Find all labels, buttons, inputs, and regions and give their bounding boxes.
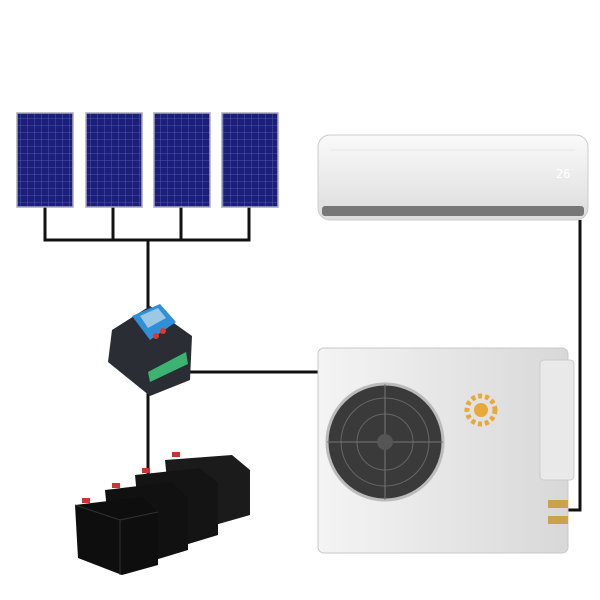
solar-panel <box>85 112 143 208</box>
controller-button <box>160 328 166 334</box>
charge-controller <box>108 304 192 396</box>
controller-button <box>153 333 159 339</box>
pipe-connectors <box>548 500 568 524</box>
solar-panels <box>16 112 279 208</box>
battery <box>74 497 159 575</box>
solar-panel <box>221 112 279 208</box>
temperature-display: 26 <box>556 167 570 181</box>
solar-panel <box>153 112 211 208</box>
wiring <box>43 207 582 512</box>
outdoor-ac-unit <box>317 347 575 554</box>
indoor-ac-unit: 26 <box>317 134 589 221</box>
solar-panel <box>16 112 74 208</box>
sun-logo-icon <box>464 393 498 427</box>
batteries <box>74 452 250 575</box>
